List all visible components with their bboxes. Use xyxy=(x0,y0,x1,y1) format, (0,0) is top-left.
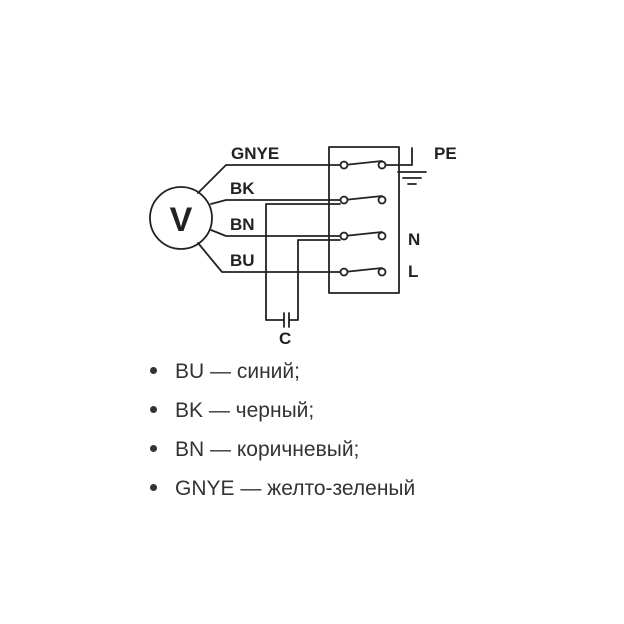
terminal-screw-left-4 xyxy=(339,267,349,277)
terminal-screw-right-4 xyxy=(377,267,387,277)
terminal-label-l: L xyxy=(408,262,418,281)
wire-label-gnye: GNYE xyxy=(231,144,279,163)
wire-label-bn: BN xyxy=(230,215,255,234)
terminal-screw-left-2 xyxy=(339,195,349,205)
capacitor-wire-right xyxy=(288,239,341,321)
terminal-link-1 xyxy=(343,160,383,166)
terminal-screw-left-1 xyxy=(339,160,349,170)
legend-item: BK — черный; xyxy=(150,391,415,430)
wire-bk xyxy=(210,199,345,205)
motor-circle xyxy=(149,186,213,250)
wire-bu xyxy=(197,242,345,273)
wiring-diagram: V GNYE BK BN BU PE N L C xyxy=(149,144,457,348)
legend-item-text: BK — черный; xyxy=(175,399,315,422)
bullet-icon xyxy=(150,366,157,374)
bullet-icon xyxy=(150,405,157,413)
wire-gnye xyxy=(197,164,345,194)
terminal-link-3 xyxy=(343,231,383,237)
legend-item: BU — синий; xyxy=(150,352,415,391)
terminal-screw-left-3 xyxy=(339,231,349,241)
wire-bn xyxy=(210,229,345,237)
terminal-screw-right-3 xyxy=(377,231,387,241)
terminal-block xyxy=(328,146,400,294)
motor-label: V xyxy=(170,201,193,239)
wire-label-bk: BK xyxy=(230,179,255,198)
terminal-link-2 xyxy=(343,195,383,201)
terminal-label-n: N xyxy=(408,230,420,249)
capacitor-wire-left xyxy=(265,203,341,321)
terminal-link-4 xyxy=(343,267,383,273)
legend-item: BN — коричневый; xyxy=(150,430,415,469)
legend-item-text: GNYE — желто-зеленый xyxy=(175,477,416,500)
pe-wire xyxy=(381,147,413,166)
legend-item: GNYE — желто-зеленый xyxy=(150,469,415,508)
bullet-icon xyxy=(150,444,157,452)
legend-item-text: BU — синий; xyxy=(175,360,300,383)
legend-item-text: BN — коричневый; xyxy=(175,438,360,461)
wire-label-bu: BU xyxy=(230,251,255,270)
terminal-screw-right-2 xyxy=(377,195,387,205)
terminal-label-pe: PE xyxy=(434,144,457,163)
capacitor-label: C xyxy=(279,329,291,348)
bullet-icon xyxy=(150,483,157,491)
terminal-screw-right-1 xyxy=(377,160,387,170)
color-legend: BU — синий; BK — черный; BN — коричневый… xyxy=(150,352,415,508)
